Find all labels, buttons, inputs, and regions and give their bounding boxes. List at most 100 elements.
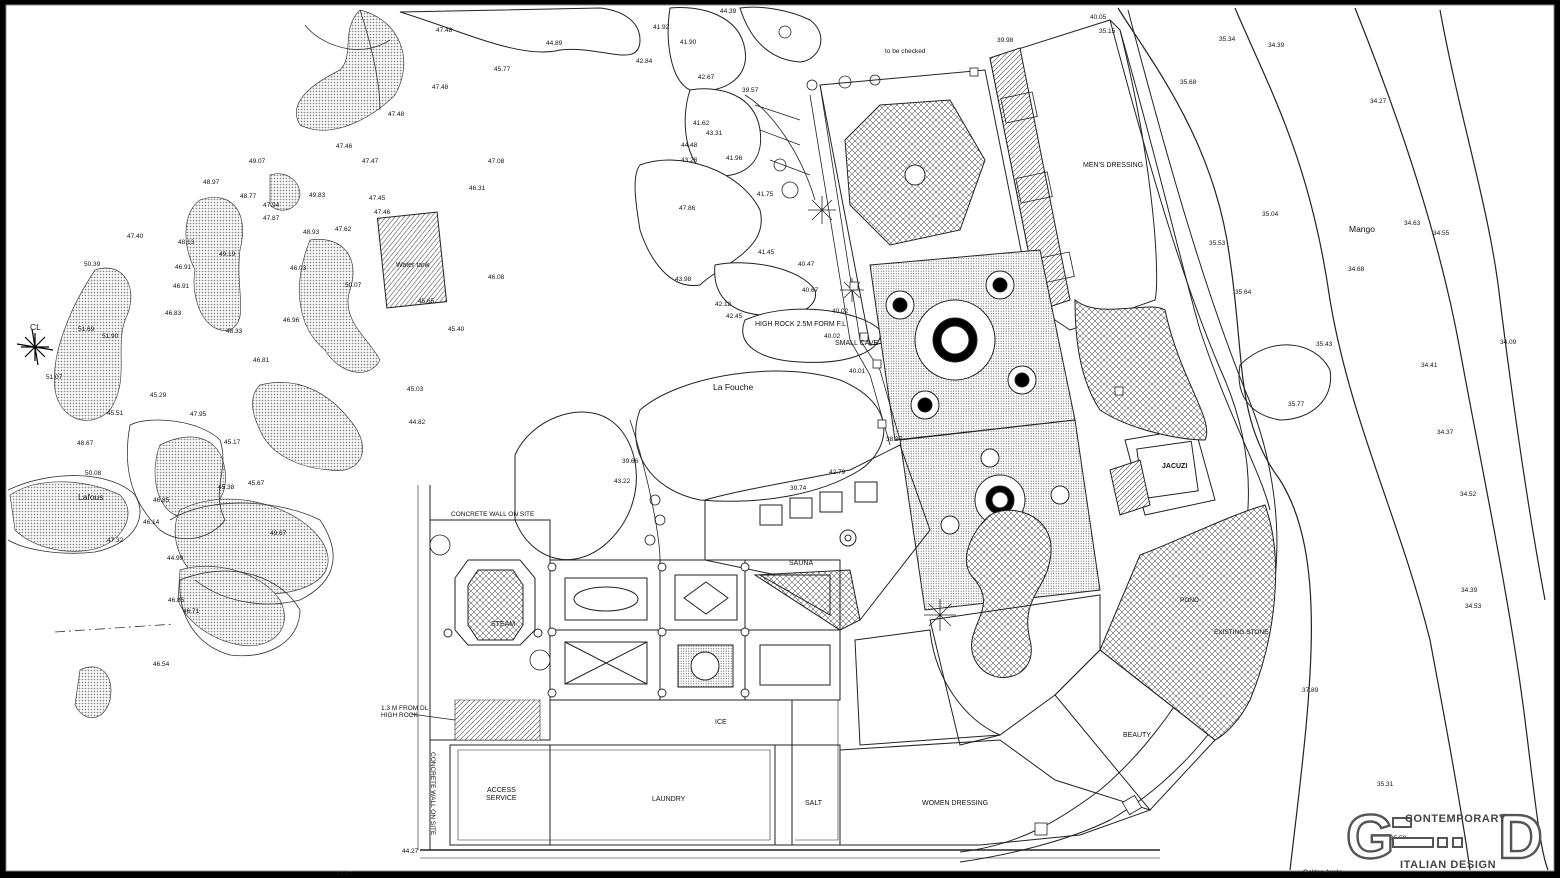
spot-level: 46.81 [253,357,270,364]
spot-level: 50.08 [85,470,102,477]
grid-markers [849,67,1143,836]
high-rock-label: HIGH ROCK 2.5M FORM F.L [755,321,846,328]
spot-level: 43.98 [675,276,692,283]
spot-level: 35.53 [1209,240,1226,247]
spot-level: 50.07 [345,282,362,289]
spot-level: 44.82 [409,419,426,426]
spot-level: 51.90 [102,333,119,340]
spot-level: 34.53 [1465,603,1482,610]
laundry-label: LAUNDRY [652,796,686,803]
spot-level: 45.67 [248,480,265,487]
beauty-label: BEAUTY [1123,732,1151,739]
spot-level-labels: 44.39 41.92 41.90 42.84 44.89 45.77 47.4… [46,8,1517,878]
spot-level: 35.31 [1377,781,1394,788]
spot-level: 46.03 [290,265,307,272]
spot-level: 49.07 [249,158,266,165]
spot-level: 40.02 [832,308,849,315]
spot-level: 48.67 [77,440,94,447]
spot-level: 45.40 [448,326,465,333]
terrain-contours [1117,7,1549,871]
spot-level: 39.57 [742,87,759,94]
spot-level: 35.15 [1099,28,1116,35]
spot-level: 46.91 [173,283,190,290]
spot-level: 45.17 [224,439,241,446]
spot-level: 47.48 [388,111,405,118]
spot-level: 46.14 [143,519,160,526]
jacuzi-label: JACUZI [1162,463,1187,470]
spot-level: 47.08 [488,158,505,165]
spot-level: 46.08 [488,274,505,281]
spot-level: 47.87 [263,215,280,222]
spot-level: 34.41 [1421,362,1438,369]
spot-level: 49.67 [270,530,287,537]
spot-level: 34.52 [1460,491,1477,498]
spot-level: 48.77 [240,193,257,200]
spot-level: 43.28 [681,157,698,164]
steam-label: STEAM [491,621,515,628]
spot-level: 34.27 [1370,98,1387,105]
cl-label: CL [30,322,41,332]
mango-label: Mango [1349,224,1375,234]
water-tank-label: Water tank [396,262,430,269]
spot-level: 42.79 [829,469,846,476]
women-dressing-label: WOMEN DRESSING [922,800,988,807]
spot-level: 40.02 [824,333,841,340]
spot-level: 34.39 [1268,42,1285,49]
spot-level: 41.92 [653,24,670,31]
rock-outcrops [9,9,405,718]
spot-level: 41.90 [680,39,697,46]
spot-level: 34.39 [1461,587,1478,594]
spot-level: 42.18 [715,301,732,308]
spot-level: 34.09 [1500,339,1517,346]
spot-level: 47.48 [432,84,449,91]
mens-dressing-label: MEN'S DRESSING [1083,162,1143,169]
golden-apple-label: Golden Apple [1303,869,1342,876]
spot-level: 35.64 [1235,289,1252,296]
company-logo: G D CONTEMPORARY ITALIAN DESIGN [1345,802,1544,873]
spot-level: 44.48 [681,142,698,149]
spot-level: 45.38 [218,484,235,491]
spot-level: 40.01 [849,368,866,375]
spot-level: 49.83 [309,192,326,199]
spot-level: 41.75 [757,191,774,198]
spot-level: 44.45 [336,871,353,878]
spot-level: 42.84 [636,58,653,65]
spot-level: 47.40 [127,233,144,240]
spot-level: 48.13 [178,239,195,246]
spot-level: 34.55 [1433,230,1450,237]
logo-mark-right: D [1498,803,1543,872]
spot-level: 35.77 [1288,401,1305,408]
spot-level: 46.54 [153,661,170,668]
existing-stone-label: EXISTING STONE [1214,629,1269,636]
spot-level: 46.83 [165,310,182,317]
spot-level: 43.31 [706,130,723,137]
small-cave-label: SMALL CAVE [835,340,879,347]
service-label: SERVICE [486,795,517,802]
spot-level: 44.39 [720,8,737,15]
spot-level: 35.34 [1219,36,1236,43]
spot-level: 34.37 [1437,429,1454,436]
spot-level: 49.19 [219,251,236,258]
spot-level: 48.97 [203,179,220,186]
spot-level: 46.85 [153,497,170,504]
spot-level: 42.67 [698,74,715,81]
spot-level: 44.89 [546,40,563,47]
la-fouche-label: La Fouche [713,382,753,392]
spot-level: 40.67 [802,287,819,294]
spot-level: 39.66 [622,458,639,465]
note-leader-line [410,713,456,721]
spot-level: 48.33 [226,328,243,335]
spot-level: 47.47 [362,158,379,165]
spot-level: 44.27 [402,848,419,855]
spot-level: 46.31 [469,185,486,192]
concrete-wall-top-label: CONCRETE WALL ON SITE [451,511,535,518]
spot-level: 50.39 [84,261,101,268]
sauna-label: SAUNA [789,560,813,567]
pond-label: POND [1180,597,1199,604]
logo-mark-left: G [1346,803,1394,872]
spot-level: 46.85 [168,597,185,604]
spot-level: 35.04 [1262,211,1279,218]
concrete-wall-side-label: CONCRETE WALL ON SITE [429,752,436,836]
spot-level: 47.45 [369,195,386,202]
